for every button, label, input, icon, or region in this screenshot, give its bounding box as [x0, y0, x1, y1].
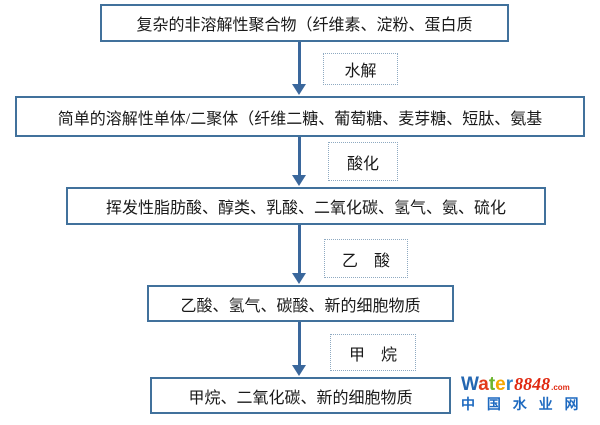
- down-arrow-icon: [292, 42, 307, 95]
- down-arrow-icon: [292, 225, 307, 284]
- flow-box-text: 甲烷、二氧化碳、新的细胞物质: [188, 389, 413, 407]
- brand-letter: e: [495, 374, 506, 395]
- flow-box-text: 挥发性脂肪酸、醇类、乳酸、二氧化碳、氢气、氨、硫化: [105, 200, 506, 217]
- arrow-head: [292, 365, 306, 376]
- flow-box-volatile-fatty-acids: 挥发性脂肪酸、醇类、乳酸、二氧化碳、氢气、氨、硫化: [66, 187, 546, 225]
- brand-letter: a: [478, 374, 489, 395]
- water8848-watermark-logo: Water 8848 .com 中 国 水 业 网: [461, 375, 599, 419]
- watermark-subtitle: 中 国 水 业 网: [461, 396, 583, 412]
- flow-box-text: 乙酸、氢气、碳酸、新的细胞物质: [180, 297, 421, 315]
- down-arrow-icon: [292, 137, 307, 186]
- arrow-shaft: [298, 225, 301, 274]
- stage-label-text: 酸化: [346, 155, 379, 173]
- arrow-shaft: [298, 322, 301, 366]
- brand-number: 8848: [514, 374, 551, 394]
- stage-label-text: 水解: [344, 63, 377, 80]
- arrow-shaft: [298, 137, 301, 176]
- flow-box-soluble-monomers: 简单的溶解性单体/二聚体（纤维二糖、葡萄糖、麦芽糖、短肽、氨基: [15, 96, 585, 137]
- watermark-brand-line: Water 8848 .com: [461, 375, 599, 394]
- arrow-head: [292, 84, 306, 95]
- stage-label-hydrolysis: 水解: [323, 53, 398, 85]
- stage-label-acidification: 酸化: [328, 142, 398, 181]
- flow-box-final-products: 甲烷、二氧化碳、新的细胞物质: [150, 377, 451, 414]
- brand-letter: W: [461, 374, 479, 395]
- brand-tld: .com: [551, 383, 570, 392]
- flow-box-acetate-products: 乙酸、氢气、碳酸、新的细胞物质: [147, 285, 454, 322]
- brand-letter: t: [488, 374, 496, 395]
- flow-box-complex-polymers: 复杂的非溶解性聚合物（纤维素、淀粉、蛋白质: [100, 4, 509, 42]
- arrow-shaft: [298, 42, 301, 85]
- stage-label-methane: 甲 烷: [330, 334, 416, 371]
- flow-box-text: 复杂的非溶解性聚合物（纤维素、淀粉、蛋白质: [136, 17, 473, 34]
- arrow-head: [292, 273, 306, 284]
- flow-box-text: 简单的溶解性单体/二聚体（纤维二糖、葡萄糖、麦芽糖、短肽、氨基: [57, 110, 543, 128]
- arrow-head: [292, 175, 306, 186]
- stage-label-text: 乙 酸: [341, 252, 390, 270]
- stage-label-text: 甲 烷: [348, 346, 397, 364]
- down-arrow-icon: [292, 322, 307, 376]
- brand-word: Water: [461, 375, 513, 394]
- brand-letter: r: [505, 374, 514, 395]
- stage-label-acetic-acid: 乙 酸: [324, 239, 408, 278]
